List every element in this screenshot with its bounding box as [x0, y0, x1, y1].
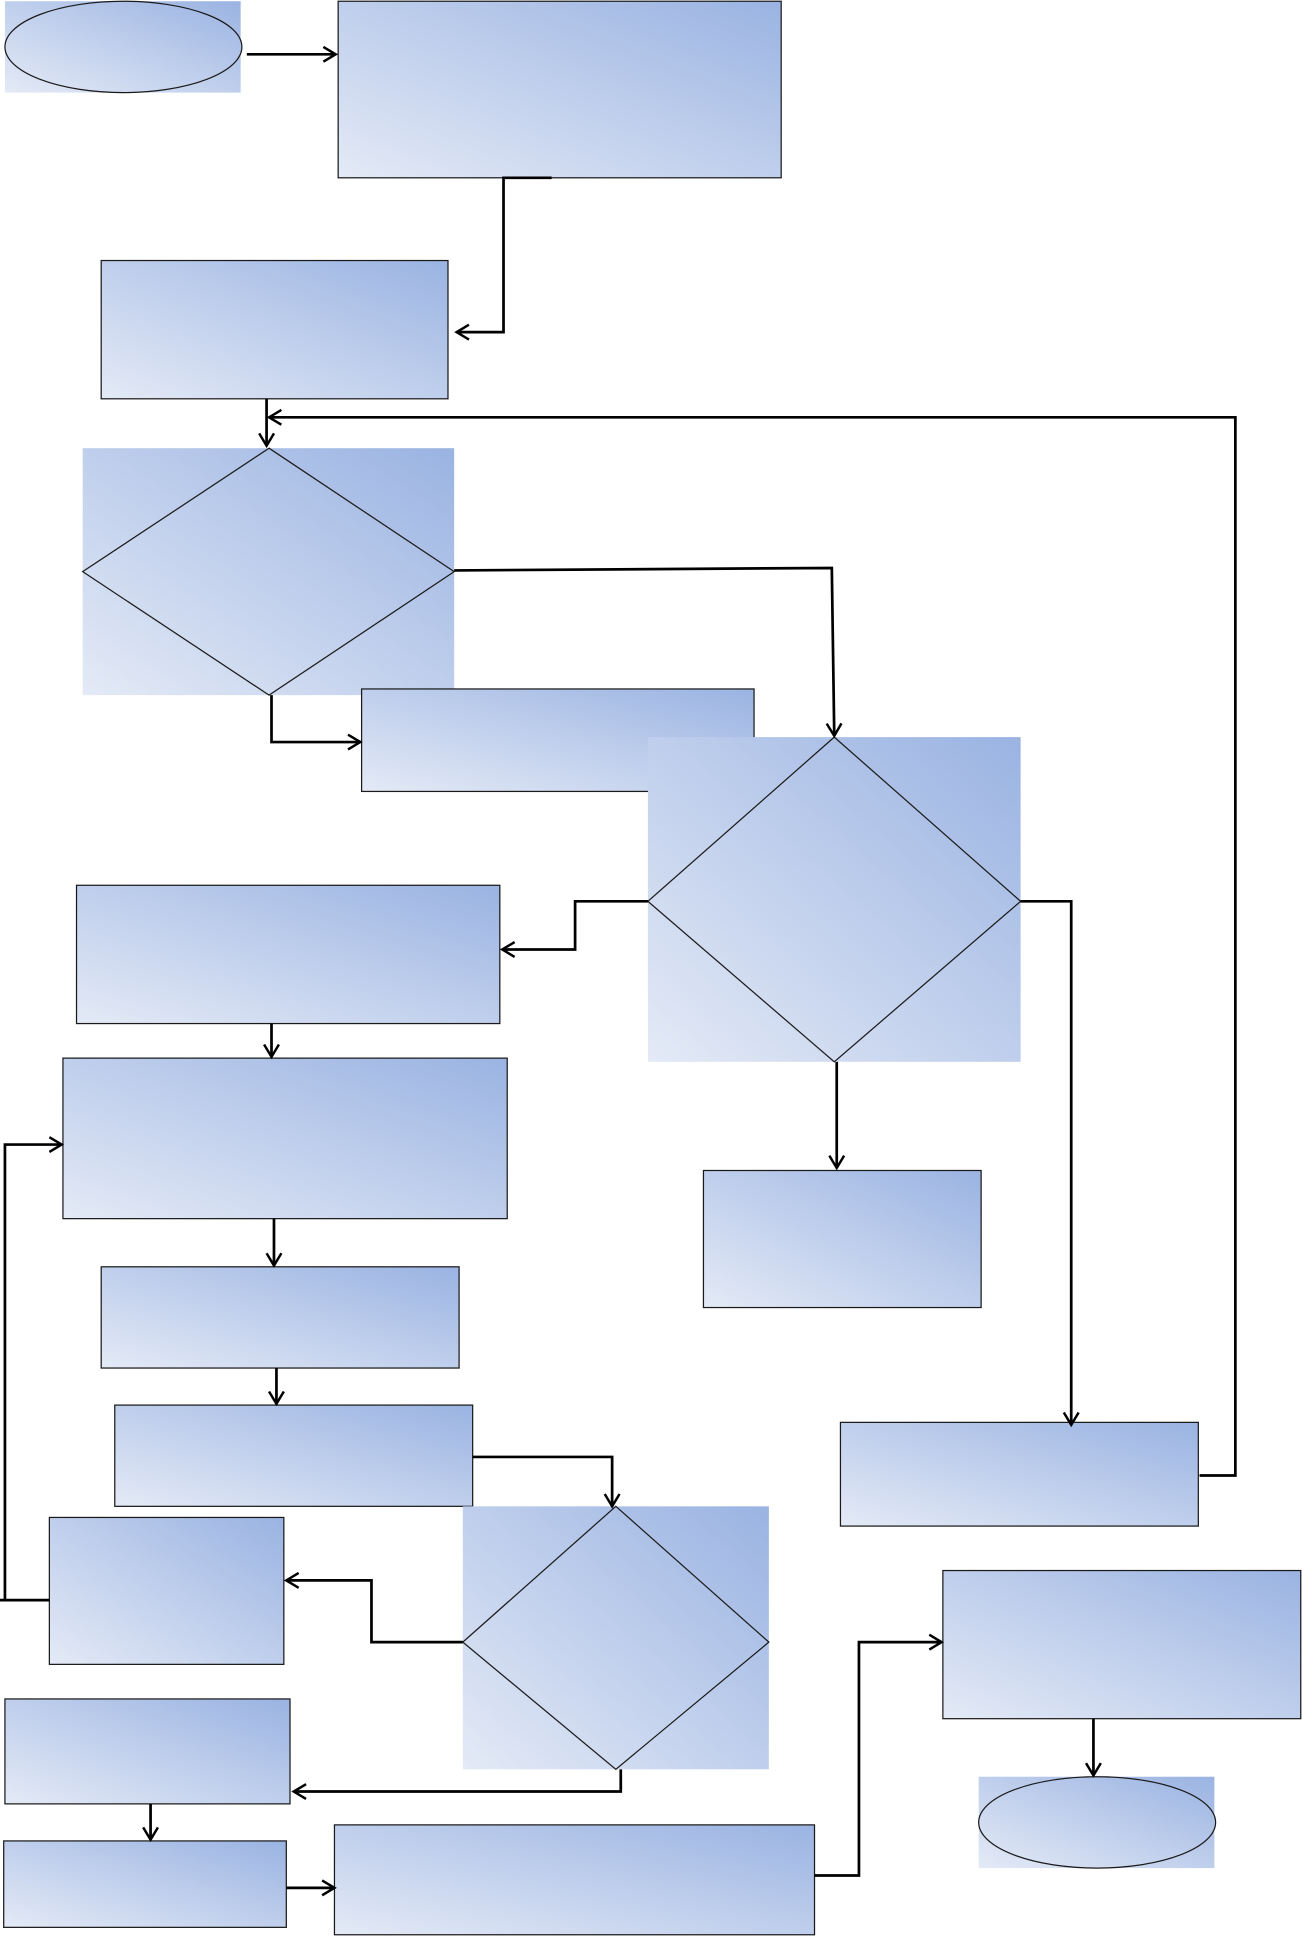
- process-box-4[interactable]: [75, 884, 501, 1025]
- process-box-13[interactable]: [3, 1840, 287, 1928]
- connector-decision3-to-box12: [291, 1769, 623, 1801]
- connector-box10-to-box5: [0, 1145, 62, 1602]
- process-box-1[interactable]: [337, 0, 782, 179]
- connector-box14-to-box11: [814, 1633, 945, 1877]
- start-terminator[interactable]: [4, 0, 243, 94]
- connector-decision1-to-decision2: [454, 566, 843, 739]
- connector-loop-back: [266, 408, 1237, 1477]
- process-box-14[interactable]: [333, 1824, 816, 1936]
- process-box-9[interactable]: [839, 1421, 1199, 1527]
- process-box-5[interactable]: [62, 1057, 508, 1220]
- process-box-7[interactable]: [100, 1266, 460, 1369]
- decision-diamond-2[interactable]: [646, 736, 1022, 1063]
- process-box-11[interactable]: [942, 1569, 1302, 1720]
- process-box-12[interactable]: [4, 1698, 291, 1805]
- process-box-10[interactable]: [48, 1516, 285, 1665]
- connector-decision3-to-box10: [283, 1571, 463, 1644]
- process-box-8[interactable]: [114, 1404, 474, 1507]
- process-box-6[interactable]: [702, 1169, 982, 1309]
- connector-decision2-to-box4: [499, 899, 648, 958]
- connector-decision2-to-box9: [1020, 899, 1080, 1428]
- decision-diamond-1[interactable]: [81, 447, 456, 696]
- end-terminator[interactable]: [978, 1776, 1217, 1869]
- connector-box8-to-decision3: [472, 1455, 621, 1509]
- connector-decision1-to-box3: [270, 695, 363, 751]
- connector-box1-to-box2: [454, 176, 552, 341]
- decision-diamond-3[interactable]: [461, 1505, 770, 1771]
- process-box-2[interactable]: [100, 259, 449, 400]
